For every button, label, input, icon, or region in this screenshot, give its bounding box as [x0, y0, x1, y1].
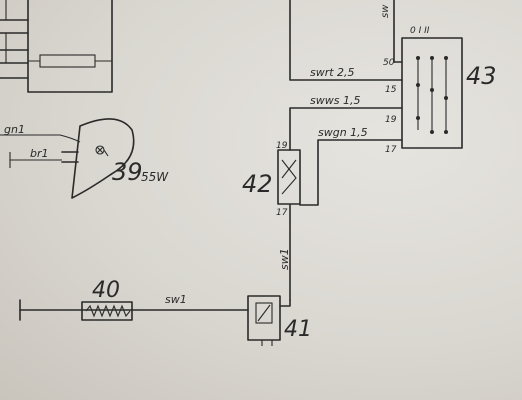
wire-label-sw-top: sw — [380, 4, 391, 18]
terminal-19-label: 19 — [385, 115, 397, 125]
switch-contact — [430, 56, 434, 60]
wiring: sw swrt 2,5 swws 1,5 swgn 1,5 sw1 sw1 — [19, 0, 403, 321]
switch-contact — [444, 96, 448, 100]
wire-label-br1: br1 — [30, 147, 49, 160]
component-number-39: 39 — [112, 158, 143, 186]
wire-label-swws: swws 1,5 — [310, 94, 360, 107]
top-left-component — [0, 0, 113, 93]
switch-contact — [416, 56, 420, 60]
component-42-pin-top: 19 — [276, 141, 288, 151]
wire-label-gn1: gn1 — [4, 123, 25, 136]
switch-contact — [416, 116, 420, 120]
terminal-17-label: 17 — [385, 145, 397, 155]
wire-label-swrt: swrt 2,5 — [310, 66, 355, 79]
component-number-42: 42 — [242, 170, 273, 198]
switch-positions-label: 0 I II — [410, 26, 430, 36]
component-42-pin-bottom: 17 — [276, 208, 288, 218]
component-42: 19 17 42 — [242, 141, 301, 218]
wire-label-swgn: swgn 1,5 — [318, 126, 368, 139]
switch-contact — [444, 56, 448, 60]
terminal-15-label: 15 — [385, 85, 397, 95]
component-43-switch: 0 I II 43 50 15 19 17 — [383, 26, 497, 155]
component-39-rating: 55W — [141, 170, 169, 184]
component-number-41: 41 — [284, 317, 312, 342]
component-number-43: 43 — [466, 62, 497, 90]
switch-contact — [416, 83, 420, 87]
component-number-40: 40 — [92, 278, 120, 303]
terminal-50-label: 50 — [383, 58, 395, 68]
switch-contact — [444, 130, 448, 134]
component-40-resistor: 40 — [81, 278, 133, 321]
wire-label-sw1-vertical: sw1 — [278, 248, 291, 270]
component-39-lamp: gn1 br1 39 55W — [0, 118, 169, 199]
switch-contact — [430, 130, 434, 134]
component-41: 41 — [247, 295, 312, 346]
switch-contact — [430, 88, 434, 92]
wire-label-sw1-horizontal: sw1 — [165, 293, 187, 306]
